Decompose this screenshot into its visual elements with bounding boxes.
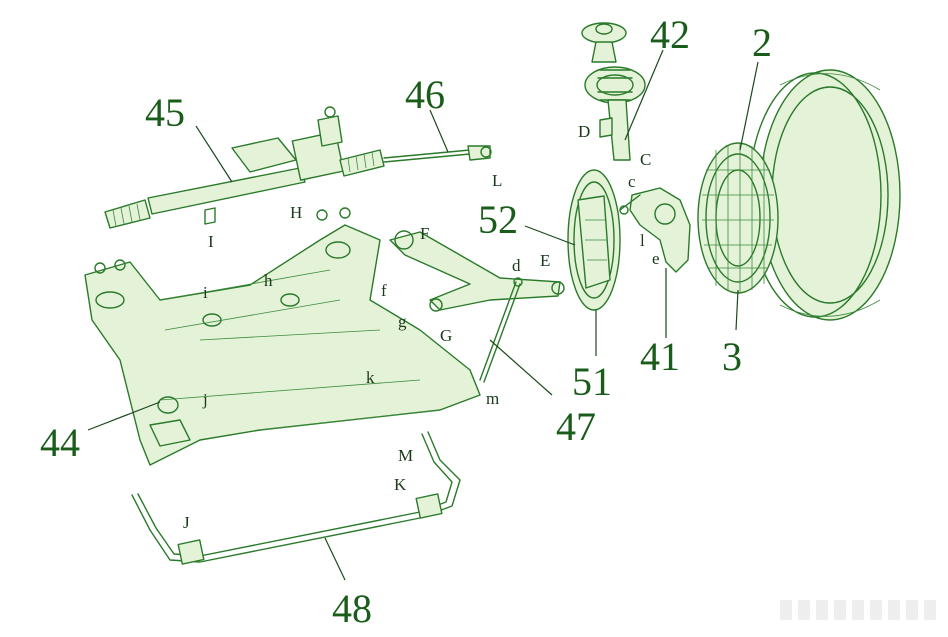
label-E: E xyxy=(540,251,550,270)
callout-41: 41 xyxy=(640,334,680,379)
callout-52: 52 xyxy=(478,197,518,242)
strut-assembly xyxy=(581,22,646,161)
stabilizer-bar xyxy=(131,431,461,565)
tie-rod xyxy=(383,145,492,163)
label-l: l xyxy=(640,231,645,250)
wheel-rim xyxy=(697,142,779,294)
label-g: g xyxy=(398,312,407,331)
label-e: e xyxy=(652,249,660,268)
label-d: d xyxy=(512,256,521,275)
leader-lines xyxy=(87,49,759,581)
steering-knuckle xyxy=(619,187,691,273)
number-callouts: 2 3 41 42 44 45 46 47 48 51 52 xyxy=(40,12,772,631)
label-f: f xyxy=(381,281,387,300)
steering-rack xyxy=(104,106,385,229)
callout-46: 46 xyxy=(405,72,445,117)
label-m: m xyxy=(486,389,499,408)
callout-3: 3 xyxy=(722,334,742,379)
stabilizer-link xyxy=(479,277,523,383)
label-I: I xyxy=(208,232,214,251)
lower-control-arm xyxy=(389,230,565,312)
watermark xyxy=(780,600,936,620)
label-J: J xyxy=(183,513,190,532)
label-c: c xyxy=(628,172,636,191)
subframe xyxy=(84,207,481,466)
label-L: L xyxy=(492,171,502,190)
label-F: F xyxy=(420,224,429,243)
callout-51: 51 xyxy=(572,359,612,404)
label-h: h xyxy=(264,271,273,290)
label-H: H xyxy=(290,203,302,222)
label-D: D xyxy=(578,122,590,141)
callout-2: 2 xyxy=(752,20,772,65)
label-k: k xyxy=(366,368,375,387)
label-i: i xyxy=(203,283,208,302)
callout-48: 48 xyxy=(332,586,372,631)
callout-47: 47 xyxy=(556,404,596,449)
label-G: G xyxy=(440,326,452,345)
callout-44: 44 xyxy=(40,420,80,465)
label-M: M xyxy=(398,446,413,465)
label-K: K xyxy=(394,475,407,494)
callout-42: 42 xyxy=(650,12,690,57)
label-j: j xyxy=(202,390,208,409)
label-C: C xyxy=(640,150,651,169)
brake-disc xyxy=(567,169,621,311)
callout-45: 45 xyxy=(145,90,185,135)
letter-labels: C D c L H I F d E l e i h f g G k j m M … xyxy=(183,122,660,532)
